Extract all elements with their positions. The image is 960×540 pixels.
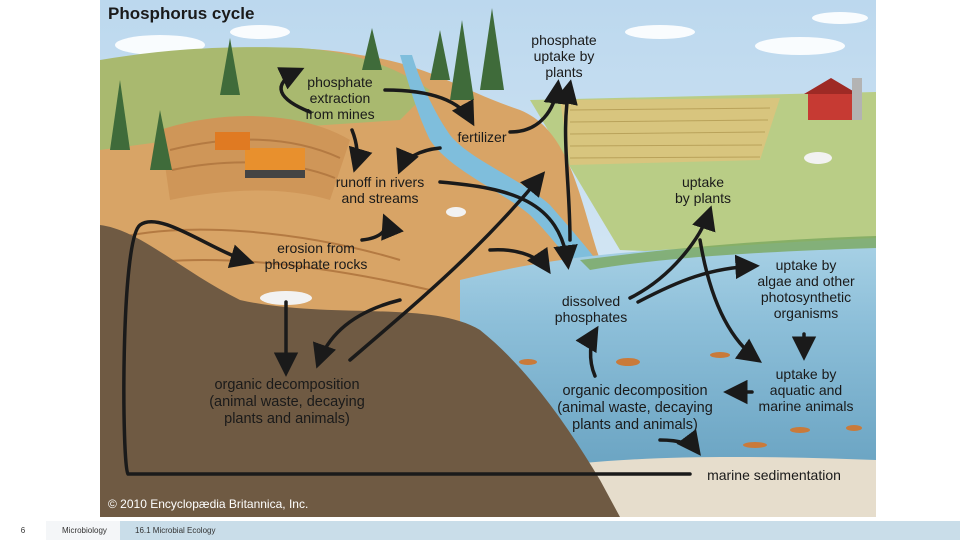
shoreline-plants <box>580 236 876 270</box>
label-organic-decomposition-water: organic decomposition (animal waste, dec… <box>557 383 713 433</box>
barn <box>804 78 862 120</box>
label-fertilizer: fertilizer <box>457 129 507 145</box>
arrow-dissolved-to-algae <box>636 254 760 304</box>
label-uptake-algae: uptake by algae and other photosynthetic… <box>757 257 855 321</box>
label-uptake-aquatic: uptake by aquatic and marine animals <box>758 366 854 414</box>
label-marine-sedimentation: marine sedimentation <box>707 467 841 483</box>
arrow-decomposition-to-dissolved <box>575 325 599 378</box>
arrow-decomposition-to-sediment <box>658 428 701 456</box>
cornfield <box>560 98 780 165</box>
arrow-extraction-to-runoff <box>348 128 373 173</box>
arrow-erosion-to-dissolved <box>488 246 551 275</box>
diagram-artwork <box>100 0 876 517</box>
horses <box>260 152 832 305</box>
cloud <box>230 25 290 39</box>
arrow-to-extraction <box>277 67 312 114</box>
arrow-erosion-to-runoff <box>360 213 404 242</box>
river <box>400 55 600 265</box>
arrow-fertilizer-to-runoff <box>396 146 442 175</box>
label-runoff: runoff in rivers and streams <box>335 174 425 206</box>
slide-footer: 6 Microbiology 16.1 Microbial Ecology <box>0 521 960 540</box>
soil-underground <box>100 225 620 517</box>
corn-rows <box>569 107 771 159</box>
copyright-notice: © 2010 Encyclopædia Britannica, Inc. <box>108 497 309 511</box>
label-phosphate-extraction: phosphate extraction from mines <box>305 74 375 122</box>
cloud <box>812 12 868 24</box>
arrow-to-aquatic-animals <box>698 238 762 363</box>
cloud <box>755 37 845 55</box>
label-phosphate-uptake-plants: phosphate uptake by plants <box>531 32 597 80</box>
label-dissolved-phosphates: dissolved phosphates <box>554 293 628 325</box>
label-uptake-plants: uptake by plants <box>674 174 732 206</box>
arrow-dissolved-to-plants <box>553 79 578 242</box>
fish <box>519 352 862 448</box>
label-organic-decomposition-land: organic decomposition (animal waste, dec… <box>209 377 365 427</box>
trees <box>110 8 504 170</box>
arrow-extraction-to-fertilizer <box>383 88 475 127</box>
section-title: 16.1 Microbial Ecology <box>120 521 960 540</box>
arrow-sedimentation-to-rocks <box>122 219 692 476</box>
cycle-arrows <box>122 67 817 476</box>
page-number: 6 <box>0 521 46 540</box>
arrow-decomposition-to-runoff <box>348 171 546 362</box>
arrow-dissolved-to-uptake-plants <box>628 205 716 300</box>
phosphorus-cycle-diagram: Phosphorus cycle phosphate extraction fr… <box>100 0 876 517</box>
arrow-runoff-to-dissolved <box>438 180 578 270</box>
label-erosion: erosion from phosphate rocks <box>264 240 368 272</box>
course-name: Microbiology <box>46 521 120 540</box>
diagram-title: Phosphorus cycle <box>108 4 255 23</box>
marine-sediment <box>530 457 876 517</box>
mining-excavator <box>215 132 305 178</box>
cloud <box>625 25 695 39</box>
arrow-to-land-decomposition <box>312 298 402 369</box>
